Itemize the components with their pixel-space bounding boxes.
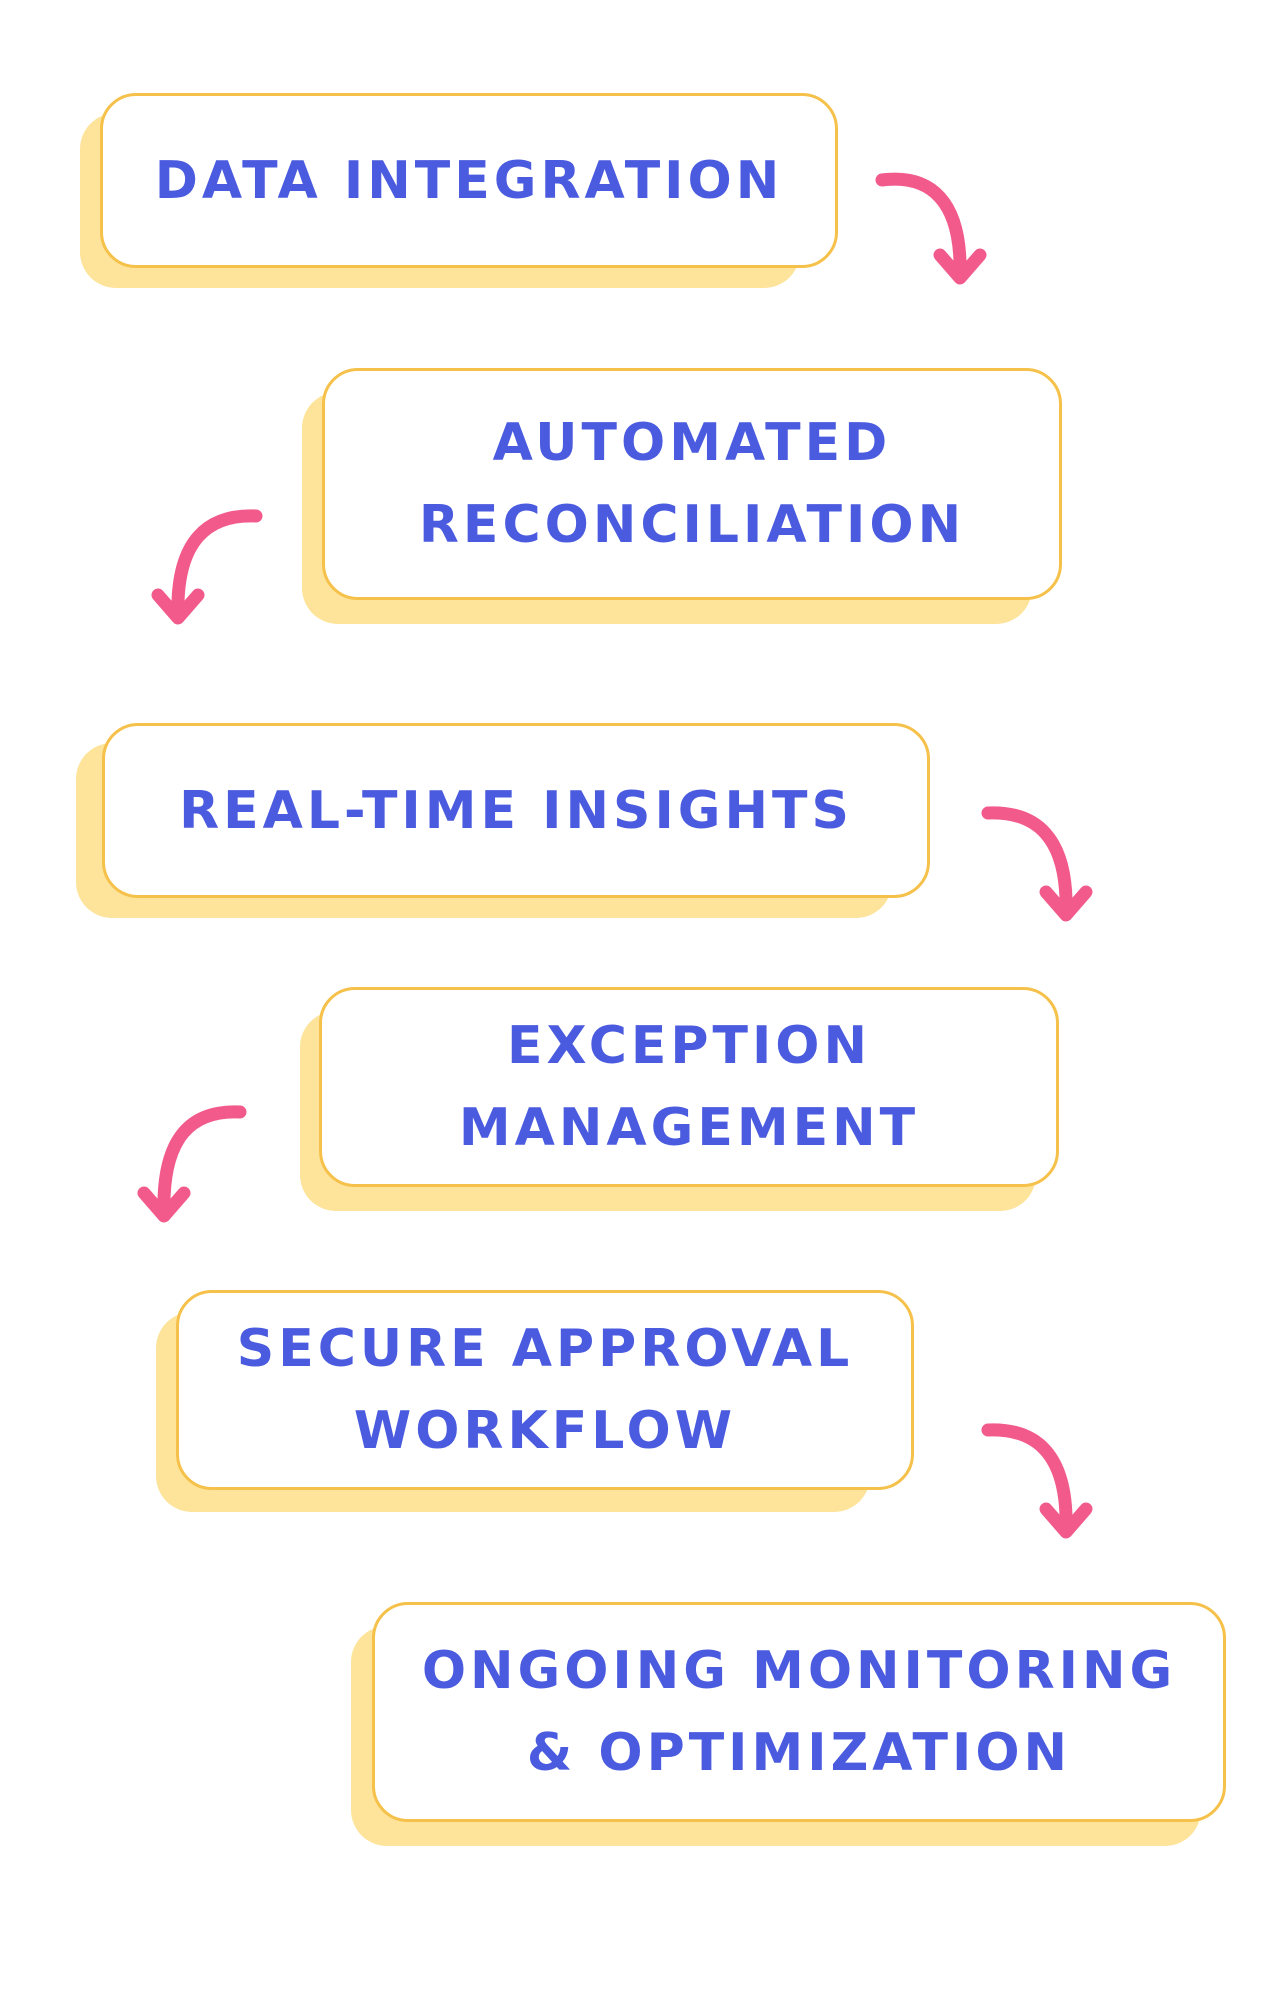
step-card: AUTOMATED RECONCILIATION <box>322 368 1062 600</box>
arrow-down-right-icon <box>981 1423 1093 1539</box>
step-label: SECURE APPROVAL WORKFLOW <box>236 1319 854 1461</box>
arrow-down-right-icon <box>981 806 1093 922</box>
step-label: REAL-TIME INSIGHTS <box>179 780 853 841</box>
arrow-down-right-icon <box>875 172 987 285</box>
step-card: DATA INTEGRATION <box>100 93 838 268</box>
step-label: ONGOING MONITORING & OPTIMIZATION <box>421 1641 1177 1783</box>
step-label: AUTOMATED RECONCILIATION <box>418 413 966 555</box>
step-card: REAL-TIME INSIGHTS <box>102 723 930 898</box>
step-card: SECURE APPROVAL WORKFLOW <box>176 1290 914 1490</box>
step-card: ONGOING MONITORING & OPTIMIZATION <box>372 1602 1226 1822</box>
arrow-down-left-icon <box>137 1105 247 1223</box>
step-label: EXCEPTION MANAGEMENT <box>458 1016 920 1158</box>
step-label: DATA INTEGRATION <box>154 150 784 211</box>
arrow-down-left-icon <box>151 509 263 625</box>
step-card: EXCEPTION MANAGEMENT <box>319 987 1059 1187</box>
